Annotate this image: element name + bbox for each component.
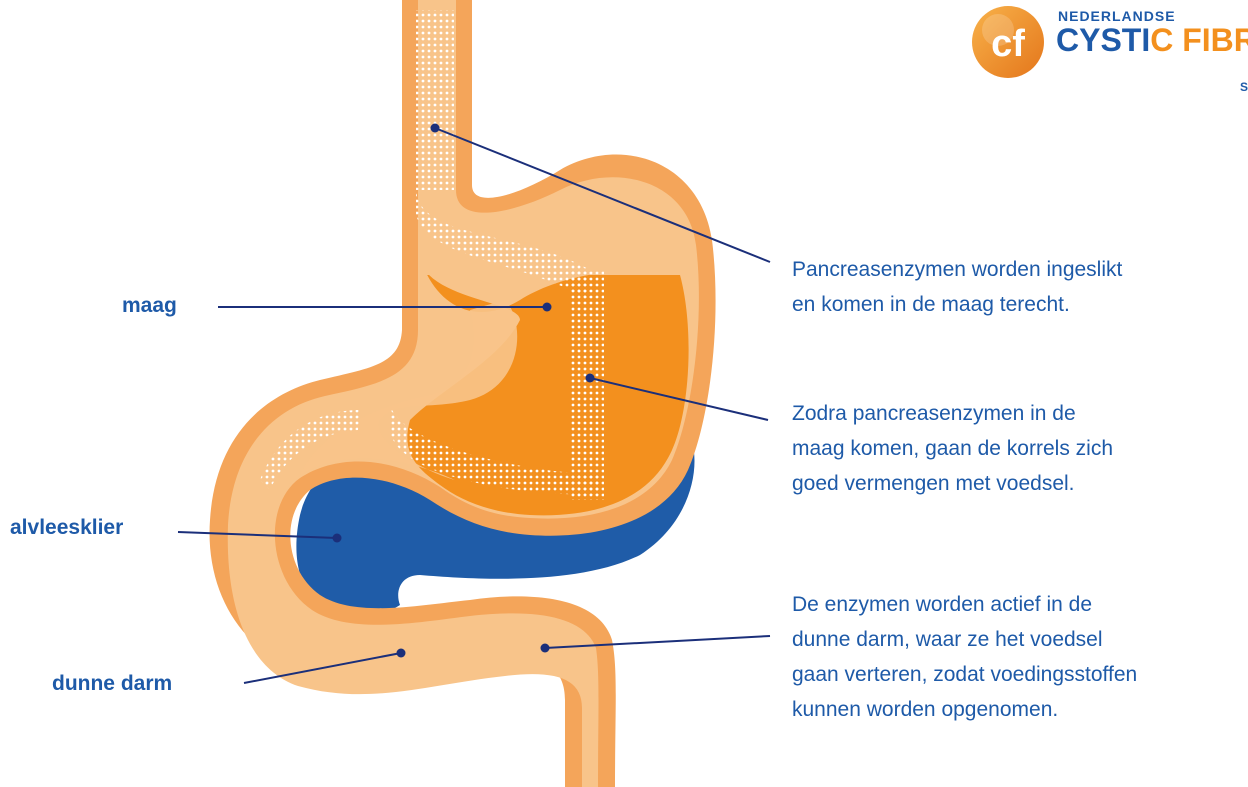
- label-alvleesklier: alvleesklier: [10, 516, 123, 540]
- description-active-line: kunnen worden opgenomen.: [792, 692, 1137, 727]
- logo-line2-a: CYSTI: [1056, 22, 1150, 58]
- dot-enzymes-swallowed: [431, 124, 440, 133]
- description-swallowed-line: Pancreasenzymen worden ingeslikt: [792, 252, 1122, 287]
- logo-emblem: cf: [972, 6, 1044, 78]
- dot-maag: [543, 303, 552, 312]
- dot-alvleesklier: [333, 534, 342, 543]
- description-mixing-line: maag komen, gaan de korrels zich: [792, 431, 1113, 466]
- label-dunne-darm: dunne darm: [52, 672, 172, 696]
- description-active-line: dunne darm, waar ze het voedsel: [792, 622, 1137, 657]
- logo-line2: CYSTIC FIBR: [1056, 22, 1248, 59]
- logo-monogram: cf: [991, 23, 1025, 65]
- logo-tail: S: [1240, 80, 1248, 94]
- description-mixing: Zodra pancreasenzymen in de maag komen, …: [792, 396, 1113, 501]
- description-active-line: De enzymen worden actief in de: [792, 587, 1137, 622]
- dot-enzymes-mixing: [586, 374, 595, 383]
- logo-line2-b: C FIBR: [1150, 22, 1248, 58]
- description-mixing-line: Zodra pancreasenzymen in de: [792, 396, 1113, 431]
- description-mixing-line: goed vermengen met voedsel.: [792, 466, 1113, 501]
- description-active: De enzymen worden actief in de dunne dar…: [792, 587, 1137, 727]
- description-active-line: gaan verteren, zodat voedingsstoffen: [792, 657, 1137, 692]
- description-swallowed: Pancreasenzymen worden ingeslikt en kome…: [792, 252, 1122, 322]
- description-swallowed-line: en komen in de maag terecht.: [792, 287, 1122, 322]
- label-maag: maag: [122, 294, 177, 318]
- dot-enzymes-active: [541, 644, 550, 653]
- dot-dunne-darm: [397, 649, 406, 658]
